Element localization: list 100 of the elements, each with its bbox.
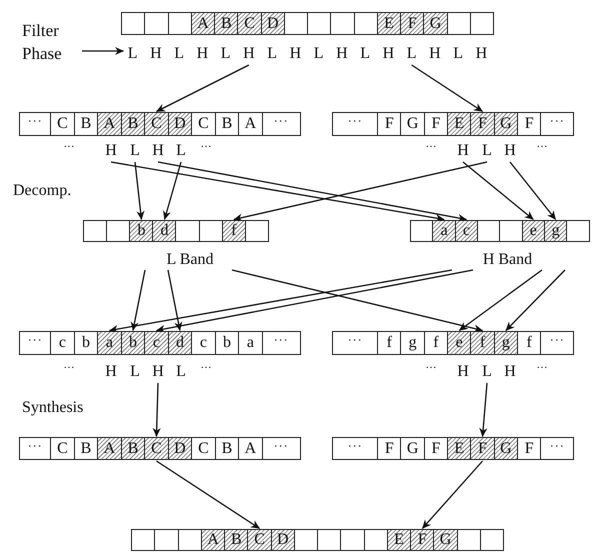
sample-cell: b xyxy=(74,331,98,355)
sample-cell: B xyxy=(74,437,98,460)
shaded-sample-cell: A xyxy=(97,437,122,460)
phase-letter: L xyxy=(404,44,420,64)
ellipsis: ··· xyxy=(426,142,436,152)
shaded-sample-cell: B xyxy=(224,529,249,551)
phase-letter: L xyxy=(124,44,141,64)
sample-cell: ··· xyxy=(262,112,301,136)
arrow xyxy=(156,460,260,530)
sample-cell: C xyxy=(50,437,75,460)
ellipsis: ··· xyxy=(536,142,548,152)
phase-letter: H xyxy=(103,141,119,161)
sample-cell: B xyxy=(74,112,98,136)
shaded-sample-cell: g xyxy=(544,220,568,242)
sample-cell: ··· xyxy=(19,112,52,136)
sample-cell: C xyxy=(191,437,216,460)
shaded-sample-cell: D xyxy=(168,437,192,460)
arrow xyxy=(158,161,467,222)
sample-cell: F xyxy=(377,437,402,460)
shaded-sample-cell: A xyxy=(190,12,216,35)
shaded-sample-cell: f xyxy=(222,220,246,242)
shaded-sample-cell: B xyxy=(120,112,146,136)
shaded-sample-cell: E xyxy=(446,437,472,460)
stage-label: Decomp. xyxy=(13,183,72,199)
phase-letter: H xyxy=(473,44,490,64)
shaded-sample-cell: a xyxy=(432,220,456,242)
phase-letter: H xyxy=(240,44,257,64)
shaded-sample-cell: g xyxy=(494,331,518,355)
arrow xyxy=(462,162,534,220)
sample-cell: ··· xyxy=(19,437,52,460)
shaded-sample-cell: C xyxy=(237,12,262,35)
shaded-sample-cell: E xyxy=(446,112,472,136)
sample-cell: F xyxy=(424,112,448,136)
arrow xyxy=(82,46,124,56)
sample-cell: c xyxy=(191,331,216,355)
shaded-sample-cell: F xyxy=(470,112,495,136)
phase-letter: H xyxy=(103,362,119,382)
sample-cell: C xyxy=(50,112,75,136)
sample-cell: F xyxy=(424,437,448,460)
phase-letter: L xyxy=(173,362,189,382)
ellipsis: ··· xyxy=(200,142,212,152)
phase-letter: H xyxy=(502,141,518,161)
arrow xyxy=(156,269,474,333)
sample-cell: ··· xyxy=(332,437,378,460)
shaded-sample-cell: G xyxy=(494,112,518,136)
shaded-sample-cell: e xyxy=(446,331,472,355)
phase-letter: H xyxy=(455,141,471,161)
shaded-sample-cell: G xyxy=(433,529,458,551)
arrow xyxy=(510,162,556,220)
sample-cell: ··· xyxy=(332,112,378,136)
phase-letter: L xyxy=(264,44,280,64)
shaded-sample-cell: b xyxy=(120,331,146,355)
shaded-sample-cell: d xyxy=(152,220,177,242)
ellipsis: ··· xyxy=(536,362,548,374)
sample-cell: G xyxy=(400,437,425,460)
arrow xyxy=(232,269,483,332)
arrow xyxy=(134,162,145,220)
phase-letter: H xyxy=(194,44,210,64)
sample-cell: a xyxy=(238,331,263,355)
shaded-sample-cell: A xyxy=(97,112,122,136)
shaded-sample-cell: C xyxy=(144,112,169,136)
shaded-sample-cell: G xyxy=(494,437,518,460)
phase-letter: L xyxy=(127,141,143,161)
sample-cell: g xyxy=(400,331,425,355)
arrow xyxy=(479,382,488,437)
phase-letter: L xyxy=(357,44,374,64)
row-label: Filter Phase xyxy=(22,19,82,65)
phase-letter: H xyxy=(334,44,350,64)
sample-cell: F xyxy=(516,437,542,460)
shaded-sample-cell: A xyxy=(200,529,226,551)
sample-cell: ··· xyxy=(540,331,574,355)
sample-cell: A xyxy=(238,437,263,460)
phase-letter: L xyxy=(127,362,143,382)
shaded-sample-cell: D xyxy=(270,529,296,551)
arrow xyxy=(110,161,445,222)
phase-letter: H xyxy=(426,44,443,64)
shaded-sample-cell: F xyxy=(400,12,425,35)
phase-letter: L xyxy=(173,141,189,161)
sample-cell: c xyxy=(50,331,75,355)
sample-cell: F xyxy=(377,112,402,136)
sample-cell: ··· xyxy=(540,437,574,460)
shaded-sample-cell: e xyxy=(522,220,546,242)
shaded-sample-cell: c xyxy=(144,331,169,355)
sample-cell: A xyxy=(238,112,263,136)
band-label: H Band xyxy=(445,251,570,269)
shaded-sample-cell: B xyxy=(214,12,239,35)
shaded-sample-cell: C xyxy=(144,437,169,460)
arrow xyxy=(458,269,542,332)
shaded-sample-cell: F xyxy=(470,437,495,460)
arrow xyxy=(422,460,484,529)
sample-cell: f xyxy=(377,331,402,355)
phase-letter: L xyxy=(479,362,495,382)
phase-letter: H xyxy=(150,362,166,382)
phase-letter: L xyxy=(310,44,327,64)
sample-cell: G xyxy=(400,112,425,136)
phase-letter: H xyxy=(455,362,471,382)
sample-cell: b xyxy=(214,331,240,355)
ellipsis: ··· xyxy=(426,362,436,374)
phase-letter: H xyxy=(148,44,164,64)
sample-cell: f xyxy=(424,331,448,355)
